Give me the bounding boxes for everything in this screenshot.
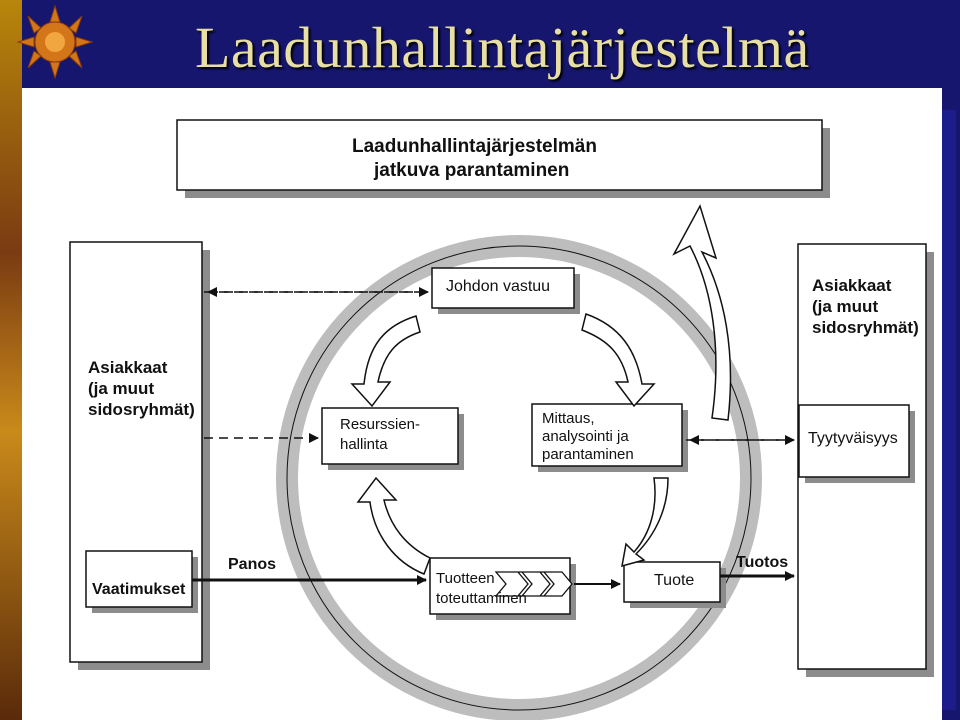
input-flow-label: Panos	[228, 556, 277, 573]
header-title-line1: Laadunhallintajärjestelmän	[352, 136, 597, 157]
right-customers-line2: (ja muut	[812, 297, 879, 316]
management-label: Johdon vastuu	[446, 278, 551, 295]
slide-title: Laadunhallintajärjestelmä	[195, 15, 810, 80]
requirements-label: Vaatimukset	[92, 581, 186, 598]
resources-label-line1: Resurssien-	[340, 416, 421, 433]
left-customers-line2: (ja muut	[88, 379, 155, 398]
cycle-arrow-bottom-left	[356, 476, 431, 575]
resources-label-line2: hallinta	[340, 436, 388, 453]
left-customers-line1: Asiakkaat	[88, 358, 168, 377]
left-customers-line3: sidosryhmät)	[88, 400, 195, 419]
resources-box	[321, 407, 459, 465]
diagram-panel: Laadunhallintajärjestelmän jatkuva paran…	[22, 88, 942, 720]
right-customers-line1: Asiakkaat	[812, 276, 892, 295]
realization-label-line1: Tuotteen	[436, 570, 495, 587]
management-box	[431, 267, 575, 309]
measurement-box	[531, 403, 683, 467]
cycle-to-header-arrow	[672, 204, 732, 421]
measurement-label-line2: analysointi ja	[542, 428, 629, 445]
realization-chevrons-icon	[494, 571, 573, 597]
sun-logo-icon	[16, 4, 94, 80]
measurement-label-line3: parantaminen	[542, 446, 634, 463]
requirements-box	[85, 550, 193, 608]
realization-label-line2: toteuttaminen	[436, 590, 527, 607]
cycle-arrow-top-right	[581, 313, 656, 408]
decorative-left-band	[0, 0, 22, 720]
header-box	[176, 119, 823, 191]
output-flow-label: Tuotos	[736, 554, 789, 571]
header-title-line2: jatkuva parantaminen	[374, 160, 570, 181]
improvement-cycle-ring-outline	[286, 245, 752, 711]
cycle-arrow-bottom-right	[621, 477, 669, 568]
quality-system-diagram	[69, 119, 934, 720]
cycle-arrow-top-left	[350, 315, 421, 408]
product-box	[623, 561, 721, 603]
right-customers-line3: sidosryhmät)	[812, 318, 919, 337]
satisfaction-label: Tyytyväisyys	[808, 430, 898, 447]
improvement-cycle-ring	[276, 235, 762, 720]
decorative-right-bar	[942, 110, 956, 710]
satisfaction-box	[798, 404, 910, 478]
measurement-label-line1: Mittaus,	[542, 410, 595, 427]
product-label: Tuote	[654, 572, 695, 589]
